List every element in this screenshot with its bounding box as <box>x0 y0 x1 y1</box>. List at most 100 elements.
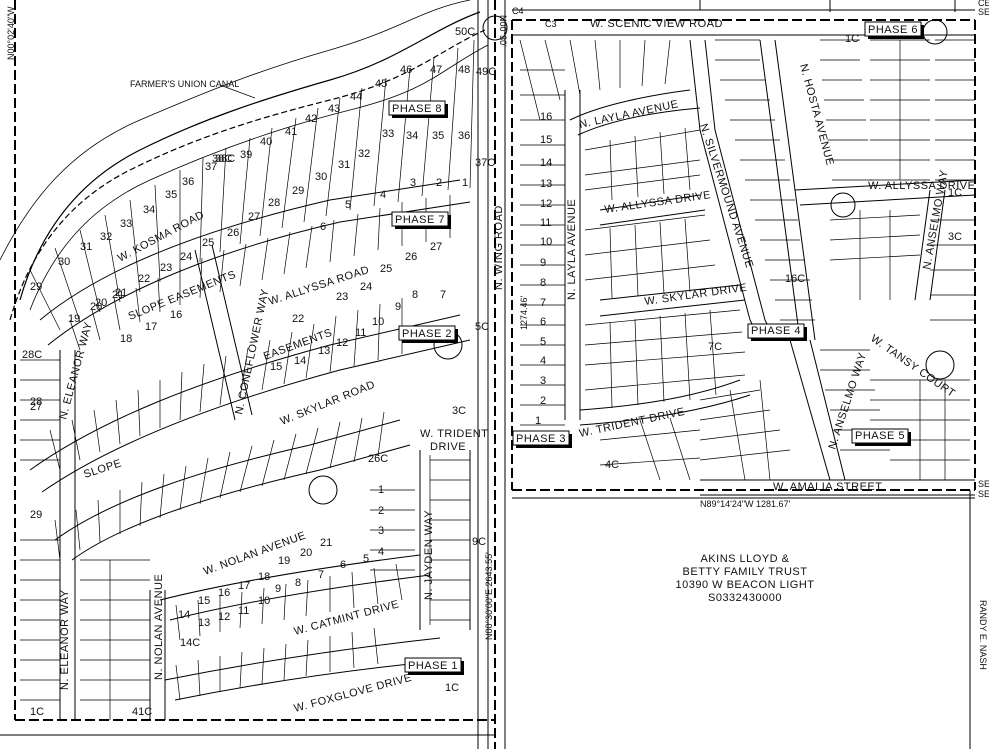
svg-text:1: 1 <box>535 415 541 427</box>
svg-text:44: 44 <box>350 91 362 103</box>
svg-text:33: 33 <box>382 128 394 140</box>
svg-text:7: 7 <box>318 569 324 581</box>
svg-text:16: 16 <box>170 309 182 321</box>
svg-text:4: 4 <box>378 546 384 558</box>
svg-text:28: 28 <box>268 197 280 209</box>
street-hosta: N. HOSTA AVENUE <box>797 63 836 167</box>
svg-text:28: 28 <box>30 396 42 408</box>
street-eleanor-north: N. ELEANOR WAY <box>57 320 95 420</box>
svg-text:PHASE 2: PHASE 2 <box>402 328 452 340</box>
street-trident-east: W. TRIDENT DRIVE <box>578 406 686 440</box>
svg-text:16C: 16C <box>785 273 805 285</box>
svg-text:PHASE 7: PHASE 7 <box>395 214 445 226</box>
svg-text:27: 27 <box>30 401 42 413</box>
right-ce: CE <box>978 0 989 8</box>
street-amalia: W. AMALIA STREET <box>773 481 882 493</box>
street-catmint: W. CATMINT DRIVE <box>293 598 401 638</box>
svg-text:6: 6 <box>340 559 346 571</box>
svg-text:41: 41 <box>285 126 297 138</box>
curve-c4: C4 <box>512 6 524 16</box>
svg-text:37C: 37C <box>475 157 495 169</box>
easement-lower: SLOPE <box>82 457 123 481</box>
svg-text:10: 10 <box>258 595 270 607</box>
svg-text:1C: 1C <box>948 187 962 199</box>
svg-text:46: 46 <box>400 64 412 76</box>
svg-text:20: 20 <box>90 301 102 313</box>
svg-text:33: 33 <box>120 218 132 230</box>
svg-text:1C: 1C <box>30 706 44 718</box>
svg-text:35: 35 <box>432 130 444 142</box>
svg-text:32: 32 <box>358 148 370 160</box>
bearing-wing-top: N00°30' <box>498 15 508 47</box>
svg-text:11: 11 <box>238 605 249 617</box>
svg-text:28C: 28C <box>22 349 42 361</box>
svg-text:31: 31 <box>80 241 92 253</box>
svg-text:20: 20 <box>95 297 107 309</box>
svg-text:36: 36 <box>182 176 194 188</box>
street-nolan-north: N. NOLAN AVENUE <box>153 574 165 680</box>
svg-text:1C: 1C <box>845 33 859 45</box>
svg-text:27: 27 <box>248 211 260 223</box>
svg-text:26: 26 <box>405 251 417 263</box>
street-trident-west-2: DRIVE <box>430 441 466 453</box>
svg-text:4C: 4C <box>605 459 619 471</box>
svg-text:42: 42 <box>305 113 317 125</box>
svg-text:13: 13 <box>318 345 330 357</box>
svg-text:18: 18 <box>258 571 270 583</box>
svg-text:16: 16 <box>218 587 230 599</box>
svg-text:41C: 41C <box>132 706 152 718</box>
right-se-2: SE <box>978 489 989 499</box>
svg-text:15: 15 <box>540 134 552 146</box>
svg-text:15: 15 <box>198 595 210 607</box>
svg-text:9C: 9C <box>472 536 486 548</box>
svg-text:14: 14 <box>294 355 306 367</box>
canal-leader <box>219 84 256 99</box>
right-owner: RANDY E. NASH <box>978 600 988 670</box>
svg-text:5C: 5C <box>475 321 489 333</box>
svg-text:PHASE 8: PHASE 8 <box>392 103 442 115</box>
svg-text:3C: 3C <box>452 405 466 417</box>
street-nolan-avenue: W. NOLAN AVENUE <box>202 530 308 578</box>
svg-text:49C: 49C <box>476 66 496 78</box>
svg-text:17: 17 <box>145 321 157 333</box>
lot-lines <box>20 39 975 720</box>
svg-text:25: 25 <box>380 263 392 275</box>
svg-text:3: 3 <box>540 375 546 387</box>
svg-text:7: 7 <box>540 297 546 309</box>
svg-text:27: 27 <box>430 241 442 253</box>
svg-text:11: 11 <box>355 327 366 339</box>
svg-text:43: 43 <box>328 103 340 115</box>
svg-text:23: 23 <box>160 262 172 274</box>
svg-text:3C: 3C <box>948 231 962 243</box>
svg-text:3: 3 <box>410 177 416 189</box>
svg-text:36: 36 <box>458 130 470 142</box>
curve-c3: C3 <box>545 19 557 29</box>
svg-text:17: 17 <box>238 580 250 592</box>
parcel-label: AKINS LLOYD & BETTY FAMILY TRUST 10390 W… <box>676 553 815 604</box>
svg-text:15: 15 <box>270 361 282 373</box>
street-skylar-road: W. SKYLAR ROAD <box>279 379 377 428</box>
phase-5-label: PHASE 5 <box>851 428 911 446</box>
svg-text:6: 6 <box>320 221 326 233</box>
svg-text:21: 21 <box>320 537 332 549</box>
svg-text:22: 22 <box>292 313 304 325</box>
svg-text:11: 11 <box>540 217 551 229</box>
svg-text:7: 7 <box>440 289 446 301</box>
svg-text:39: 39 <box>240 149 252 161</box>
svg-text:38C: 38C <box>212 153 232 165</box>
svg-text:S0332430000: S0332430000 <box>708 592 782 604</box>
svg-text:29: 29 <box>30 281 42 293</box>
svg-text:4: 4 <box>380 189 386 201</box>
svg-text:3: 3 <box>378 525 384 537</box>
svg-text:PHASE 4: PHASE 4 <box>751 325 801 337</box>
svg-text:38C: 38C <box>215 153 235 165</box>
svg-text:12: 12 <box>218 611 230 623</box>
bearing-layla-dist: 1274.46' <box>519 295 529 330</box>
svg-text:26C: 26C <box>368 453 388 465</box>
street-skylar-drive: W. SKYLAR DRIVE <box>644 282 748 308</box>
svg-text:AKINS LLOYD &: AKINS LLOYD & <box>700 553 789 565</box>
svg-text:48: 48 <box>458 64 470 76</box>
bearing-wing-main: N00°30'00"E 2643.55' <box>484 552 494 640</box>
street-jayden: N. JAYDEN WAY <box>423 510 435 600</box>
